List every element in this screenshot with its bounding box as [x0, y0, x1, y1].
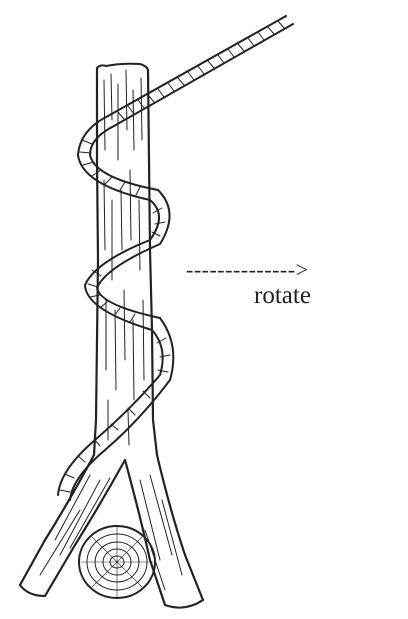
- pole-trunk: [94, 64, 157, 455]
- rotate-label: rotate: [254, 283, 311, 308]
- rope-lead: [108, 16, 293, 126]
- pole-left-leg: [20, 455, 125, 596]
- rotate-arrow: -------------->: [186, 259, 308, 281]
- log-cross-section: [79, 526, 155, 598]
